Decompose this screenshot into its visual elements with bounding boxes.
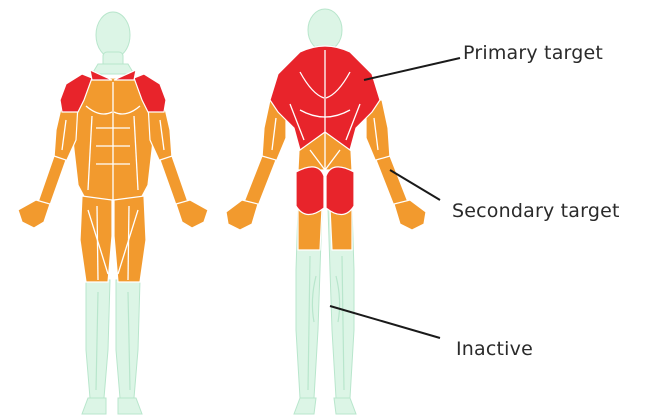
- secondary-target-label: Secondary target: [452, 200, 620, 222]
- primary-target-label: Primary target: [463, 42, 603, 64]
- leader-primary: [364, 58, 460, 80]
- inactive-label: Inactive: [456, 338, 533, 360]
- back-figure: [226, 9, 426, 414]
- front-figure: [18, 12, 208, 414]
